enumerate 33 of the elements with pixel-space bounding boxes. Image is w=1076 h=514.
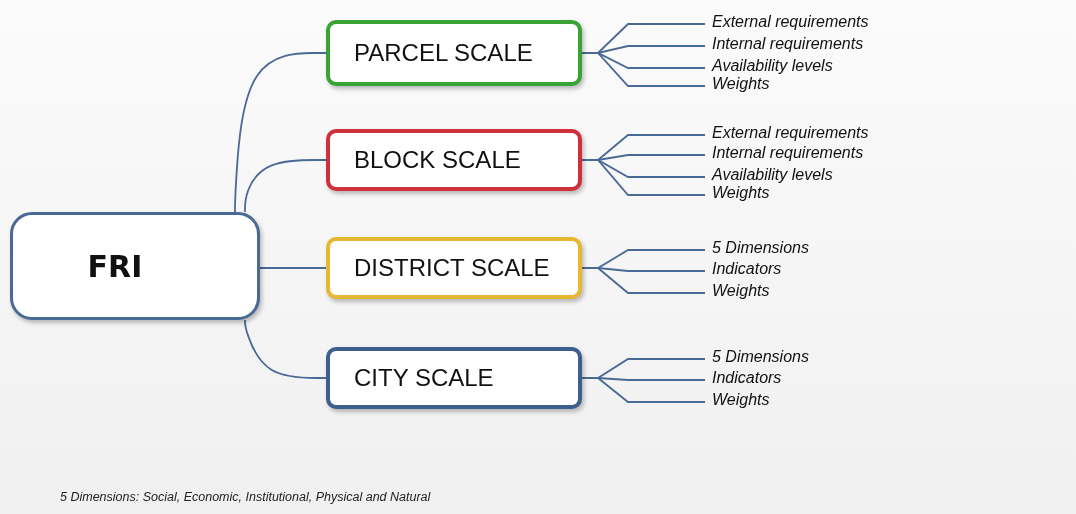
branch-label: External requirements (712, 13, 869, 31)
scale-title: BLOCK SCALE (354, 146, 521, 174)
scale-title: CITY SCALE (354, 364, 494, 392)
branch-label: 5 Dimensions (712, 239, 809, 257)
branch-label: Indicators (712, 369, 782, 387)
branch-label: Weights (712, 391, 770, 409)
branch-label: Indicators (712, 260, 782, 278)
connector-line (234, 52, 327, 213)
connector-line (259, 267, 327, 269)
connector-line (581, 377, 706, 403)
root-title: FRI (87, 248, 143, 284)
scale-box (326, 347, 582, 409)
root-box (10, 212, 260, 320)
connector-line (581, 267, 706, 294)
branch-label: Internal requirements (712, 144, 864, 162)
branch-label: Availability levels (712, 166, 833, 184)
branch-label: Weights (712, 282, 770, 300)
branch-label: Availability levels (712, 57, 833, 75)
connector-line (244, 319, 327, 379)
branch-label: Weights (712, 184, 770, 202)
branch-label: Internal requirements (712, 35, 864, 53)
footnote: 5 Dimensions: Social, Economic, Institutional, Physical and Natural (60, 490, 431, 504)
connector-line (581, 159, 706, 196)
scale-title: DISTRICT SCALE (354, 254, 550, 282)
connector-line (581, 52, 706, 87)
scale-box (326, 237, 582, 299)
branch-label: Weights (712, 75, 770, 93)
branch-label: External requirements (712, 124, 869, 142)
connector-line (244, 159, 327, 213)
scale-box (326, 129, 582, 191)
scale-box (326, 20, 582, 86)
branch-label: 5 Dimensions (712, 348, 809, 366)
scale-title: PARCEL SCALE (354, 39, 533, 67)
